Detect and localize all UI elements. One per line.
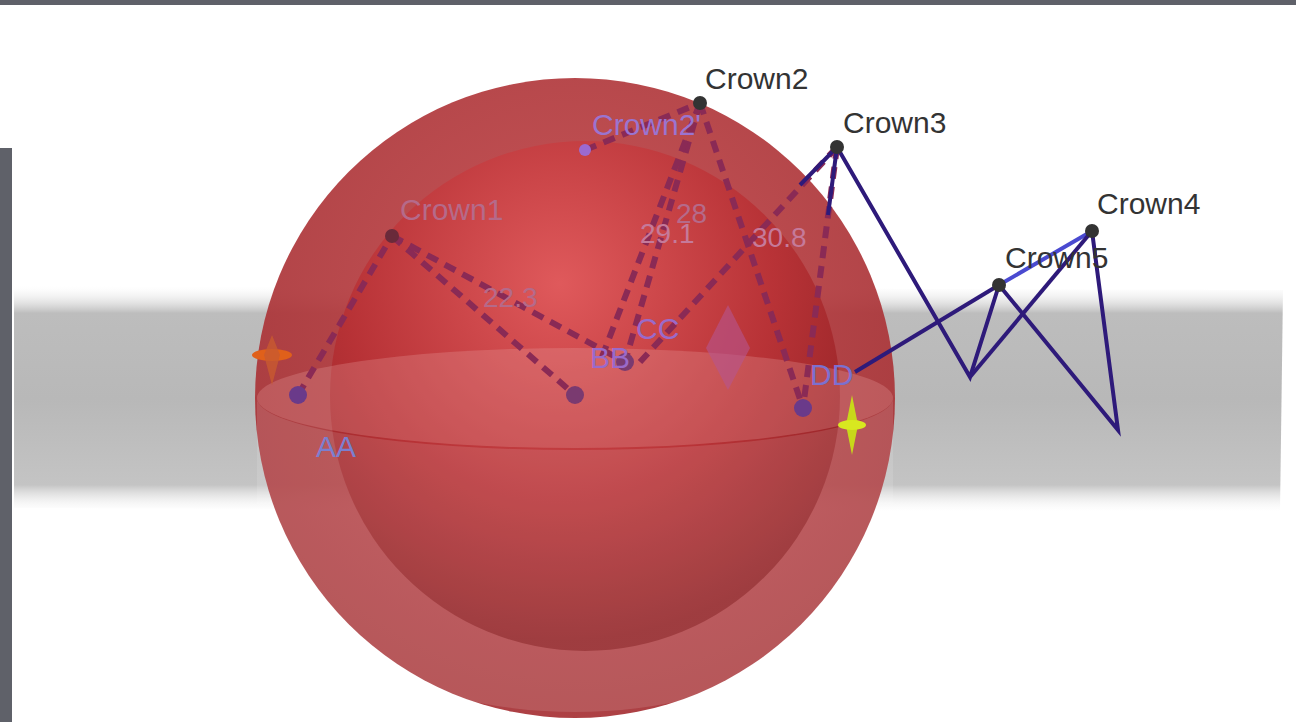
point-label: DD (810, 360, 853, 390)
point-label: 29.1 (640, 220, 695, 248)
side-bar (0, 148, 12, 722)
point-label: AA (316, 432, 356, 462)
point-label: Crown2 (705, 64, 808, 94)
point-label: Crown5 (1005, 243, 1108, 273)
point-label: Crown1 (400, 195, 503, 225)
point-label: 22.3 (483, 284, 538, 312)
points (289, 96, 1099, 417)
point-label: BB (590, 343, 630, 373)
point-label: CC (636, 314, 679, 344)
outer-sphere (255, 78, 895, 718)
point-label: Crown3 (843, 108, 946, 138)
point-label: Crown4 (1097, 189, 1200, 219)
solid-segments (800, 147, 1118, 430)
point-label: 30.8 (752, 224, 807, 252)
point-label: Crown2' (592, 110, 701, 140)
dashed-segments (298, 103, 837, 408)
top-bar (0, 0, 1296, 5)
